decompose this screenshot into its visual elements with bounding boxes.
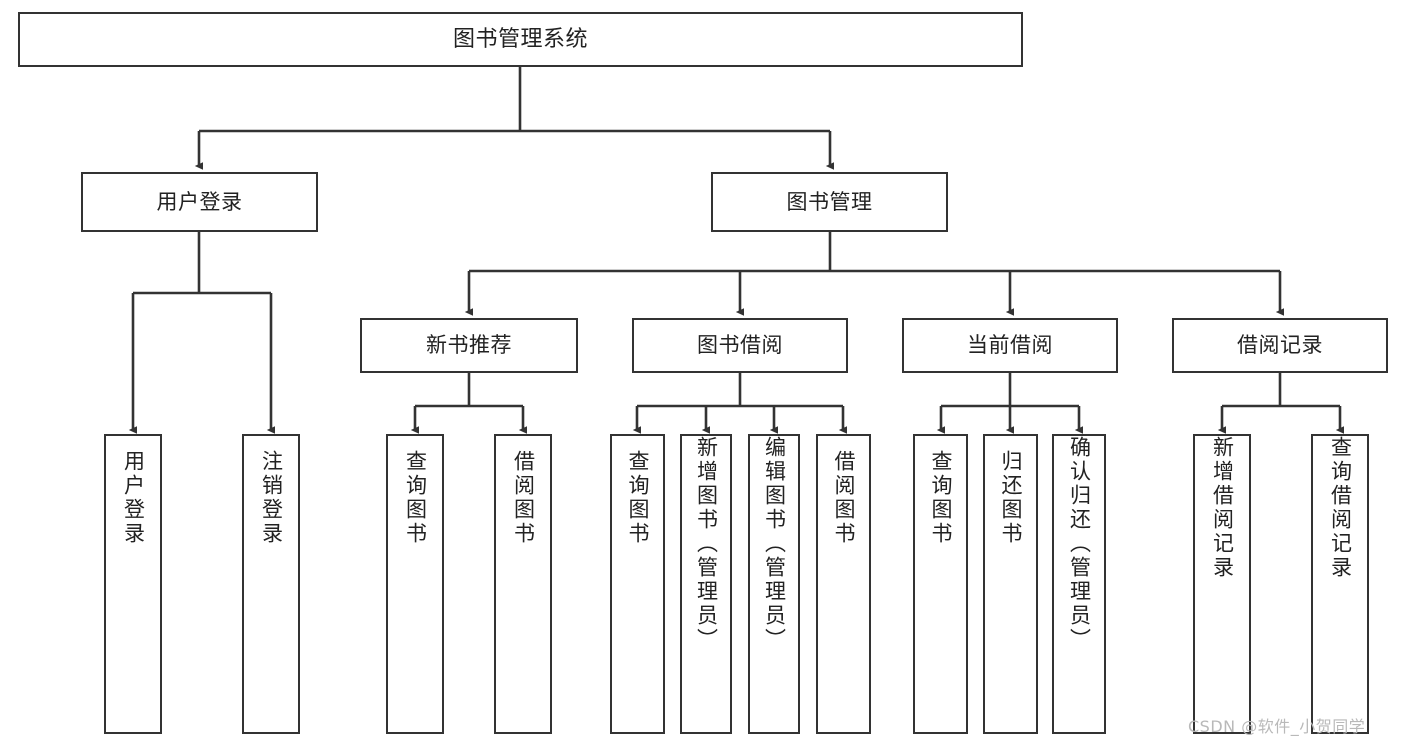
leaf-add-book[interactable]: 新增图书（管理员） (680, 434, 732, 734)
leaf-return-book-label: 归还图书 (999, 450, 1023, 546)
leaf-query-book-borrow-label: 查询图书 (626, 450, 650, 546)
leaf-query-borrow-record[interactable]: 查询借阅记录 (1311, 434, 1369, 734)
node-book-borrow-label: 图书借阅 (697, 333, 783, 358)
node-borrow-record[interactable]: 借阅记录 (1172, 318, 1388, 373)
leaf-edit-book[interactable]: 编辑图书（管理员） (748, 434, 800, 734)
node-current-borrow[interactable]: 当前借阅 (902, 318, 1118, 373)
leaf-edit-book-label: 编辑图书（管理员） (762, 436, 787, 652)
node-current-borrow-label: 当前借阅 (967, 333, 1053, 358)
leaf-user-login[interactable]: 用户登录 (104, 434, 162, 734)
leaf-logout[interactable]: 注销登录 (242, 434, 300, 734)
node-book-manage-label: 图书管理 (786, 189, 873, 214)
leaf-borrow-book-recommend[interactable]: 借阅图书 (494, 434, 552, 734)
csdn-watermark: CSDN @软件_小贺同学 (1188, 717, 1366, 736)
leaf-borrow-book-borrow[interactable]: 借阅图书 (816, 434, 871, 734)
node-book-borrow[interactable]: 图书借阅 (632, 318, 848, 373)
leaf-confirm-return[interactable]: 确认归还（管理员） (1052, 434, 1106, 734)
leaf-query-book-current[interactable]: 查询图书 (913, 434, 968, 734)
leaf-query-book-borrow[interactable]: 查询图书 (610, 434, 665, 734)
node-user-login-label: 用户登录 (156, 189, 243, 214)
leaf-query-book-recommend[interactable]: 查询图书 (386, 434, 444, 734)
node-root-system-label: 图书管理系统 (452, 26, 588, 52)
leaf-query-book-current-label: 查询图书 (929, 450, 953, 546)
leaf-query-borrow-record-label: 查询借阅记录 (1328, 436, 1353, 580)
node-book-manage[interactable]: 图书管理 (711, 172, 948, 232)
leaf-borrow-book-recommend-label: 借阅图书 (511, 450, 536, 546)
node-user-login[interactable]: 用户登录 (81, 172, 318, 232)
leaf-add-borrow-record[interactable]: 新增借阅记录 (1193, 434, 1251, 734)
leaf-add-book-label: 新增图书（管理员） (694, 436, 719, 652)
leaf-add-borrow-record-label: 新增借阅记录 (1210, 436, 1235, 580)
node-new-book-recommend[interactable]: 新书推荐 (360, 318, 578, 373)
node-new-book-recommend-label: 新书推荐 (426, 333, 512, 358)
node-root-system[interactable]: 图书管理系统 (18, 12, 1023, 67)
leaf-query-book-recommend-label: 查询图书 (403, 450, 428, 546)
node-borrow-record-label: 借阅记录 (1237, 333, 1323, 358)
leaf-user-login-label: 用户登录 (121, 450, 146, 546)
leaf-return-book[interactable]: 归还图书 (983, 434, 1038, 734)
leaf-logout-label: 注销登录 (259, 450, 284, 546)
leaf-confirm-return-label: 确认归还（管理员） (1067, 436, 1092, 652)
leaf-borrow-book-borrow-label: 借阅图书 (832, 450, 856, 546)
